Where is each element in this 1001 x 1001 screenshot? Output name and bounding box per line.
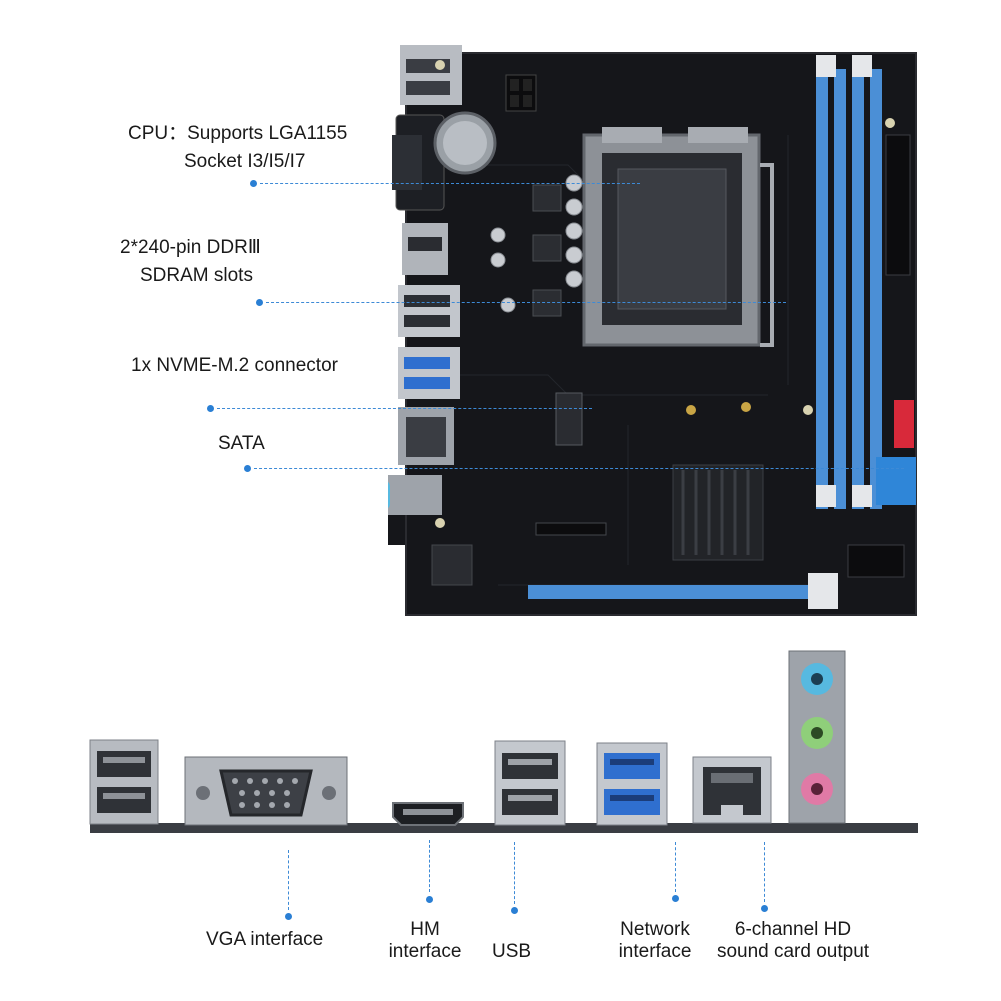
network-dot [672, 895, 679, 902]
hdmi-leader [429, 840, 430, 892]
audio-leader [764, 842, 765, 902]
sata-callout-line1: SATA [218, 433, 265, 454]
ethernet-port [692, 756, 772, 824]
network-label-line1: Network [620, 919, 690, 940]
network-leader [675, 842, 676, 892]
ddr-callout-line2: SDRAM slots [140, 265, 253, 286]
network-label-line2: interface [618, 941, 692, 962]
ddr-callout-line1: 2*240-pin DDRⅢ [120, 237, 261, 258]
vga-dot [285, 913, 292, 920]
hdmi-port [392, 802, 464, 826]
usb-label: USB [492, 941, 532, 962]
audio-jacks [788, 650, 846, 824]
sata-callout-dot [244, 465, 251, 472]
vga-port [184, 756, 348, 826]
usb-dot [511, 907, 518, 914]
usb-2-ports-left [89, 739, 159, 825]
audio-label-line2: sound card output [716, 941, 870, 962]
usb-leader [514, 842, 515, 904]
nvme-callout-dot [207, 405, 214, 412]
hdmi-dot [426, 896, 433, 903]
cpu-callout-line1: CPU：Supports LGA1155 [128, 123, 348, 144]
cpu-callout-dot [250, 180, 257, 187]
hdmi-label-line1: HM [410, 919, 440, 940]
sata-callout-leader [254, 468, 904, 469]
cpu-callout-line2: Socket I3/I5/I7 [184, 151, 306, 172]
audio-dot [761, 905, 768, 912]
hdmi-label-line2: interface [388, 941, 462, 962]
motherboard-image [376, 45, 918, 625]
nvme-callout-leader [217, 408, 592, 409]
rear-io-panel-image [85, 645, 920, 840]
vga-label: VGA interface [206, 929, 324, 950]
cpu-callout-leader [260, 183, 640, 184]
audio-label-line1: 6-channel HD [734, 919, 852, 940]
nvme-callout-line1: 1x NVME-M.2 connector [131, 355, 338, 376]
vga-leader [288, 850, 289, 910]
ddr-callout-leader [266, 302, 786, 303]
usb-3-ports [596, 742, 668, 826]
ddr-callout-dot [256, 299, 263, 306]
usb-2-ports-middle [494, 740, 566, 826]
